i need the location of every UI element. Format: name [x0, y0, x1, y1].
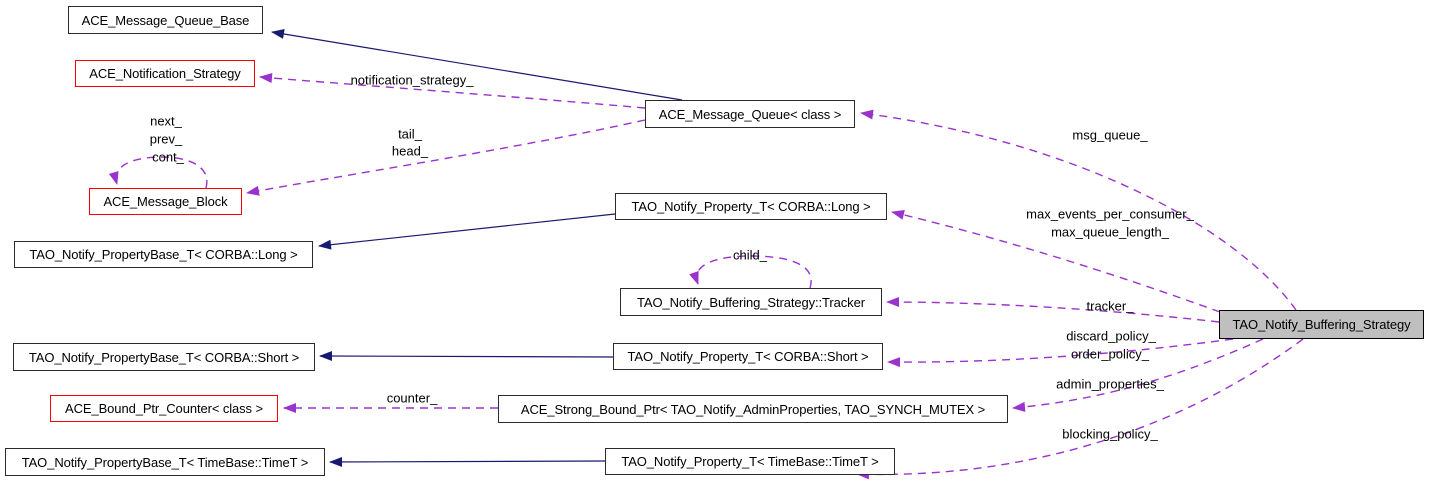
node-ace-notification-strategy[interactable]: ACE_Notification_Strategy — [75, 60, 255, 87]
edge-tracker-self-loop — [689, 255, 812, 289]
edge-label-max-events-per-consumer: max_events_per_consumer_ — [1026, 206, 1194, 222]
edge-discard-order-policy — [887, 338, 1234, 368]
node-main-tao-notify-buffering-strategy: TAO_Notify_Buffering_Strategy — [1219, 310, 1424, 339]
edge-label-head: head_ — [391, 143, 429, 159]
edge-label-tail: tail_ — [398, 126, 422, 142]
edge-inherit-property-long — [318, 213, 616, 250]
edge-block-self-loop — [108, 156, 208, 189]
edge-label-child: child_ — [733, 247, 767, 263]
edge-tail-head — [246, 119, 646, 196]
node-ace-message-queue[interactable]: ACE_Message_Queue< class > — [645, 100, 855, 128]
edge-notification-strategy — [259, 72, 646, 109]
edge-tracker — [886, 297, 1220, 323]
edge-inherit-queue-base — [271, 29, 683, 101]
edge-admin-properties — [1012, 338, 1264, 412]
edge-label-notification-strategy: notification_strategy_ — [350, 72, 474, 88]
edge-label-discard-policy: discard_policy_ — [1066, 328, 1156, 344]
edge-msg-queue — [860, 109, 1297, 311]
node-tao-notify-propertybase-short[interactable]: TAO_Notify_PropertyBase_T< CORBA::Short … — [13, 343, 315, 371]
node-tracker[interactable]: TAO_Notify_Buffering_Strategy::Tracker — [620, 288, 882, 316]
edge-label-cont: cont_ — [152, 149, 184, 165]
edge-label-prev: prev_ — [149, 131, 183, 147]
node-ace-bound-ptr-counter[interactable]: ACE_Bound_Ptr_Counter< class > — [50, 395, 278, 422]
edge-label-next: next_ — [150, 113, 182, 129]
edge-blocking-policy — [856, 338, 1304, 480]
node-tao-notify-propertybase-long[interactable]: TAO_Notify_PropertyBase_T< CORBA::Long > — [14, 241, 313, 268]
edge-label-tracker: tracker_ — [1086, 298, 1134, 314]
node-tao-notify-propertybase-timet[interactable]: TAO_Notify_PropertyBase_T< TimeBase::Tim… — [5, 448, 325, 476]
node-ace-message-queue-base[interactable]: ACE_Message_Queue_Base — [68, 6, 263, 34]
edge-label-admin-properties: admin_properties_ — [1056, 376, 1164, 392]
node-tao-notify-property-timet[interactable]: TAO_Notify_Property_T< TimeBase::TimeT > — [605, 448, 895, 475]
edge-label-counter: counter_ — [386, 390, 438, 406]
edge-inherit-property-short — [319, 351, 614, 362]
node-tao-notify-property-short[interactable]: TAO_Notify_Property_T< CORBA::Short > — [613, 343, 883, 370]
edge-label-blocking-policy: blocking_policy_ — [1062, 426, 1158, 442]
node-tao-notify-property-long[interactable]: TAO_Notify_Property_T< CORBA::Long > — [615, 193, 887, 220]
edge-label-msg-queue: msg_queue_ — [1072, 127, 1148, 143]
edge-label-max-queue-length: max_queue_length_ — [1051, 224, 1169, 240]
edge-inherit-property-timet — [329, 456, 606, 467]
node-ace-strong-bound-ptr[interactable]: ACE_Strong_Bound_Ptr< TAO_Notify_AdminPr… — [498, 395, 1008, 423]
node-ace-message-block[interactable]: ACE_Message_Block — [89, 188, 242, 215]
edge-label-order-policy: order_policy_ — [1070, 346, 1150, 362]
